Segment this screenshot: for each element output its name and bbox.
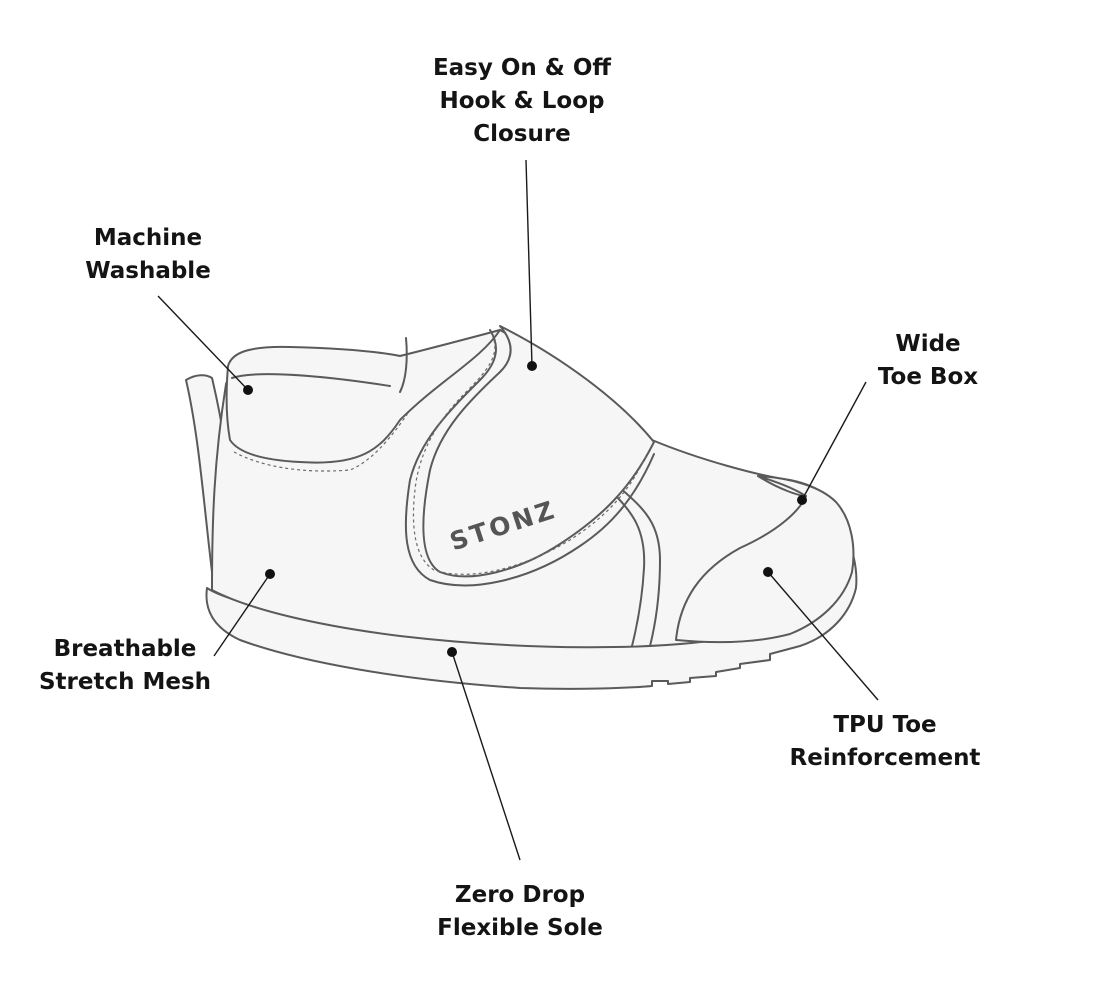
leader-mesh xyxy=(213,573,271,657)
anchor-dot-closure xyxy=(527,361,537,371)
leader-closure xyxy=(525,159,533,367)
shoe-collar xyxy=(225,329,501,464)
anchor-dot-mesh xyxy=(265,569,275,579)
callout-washable: Machine Washable xyxy=(38,222,258,288)
leader-tpu xyxy=(767,571,879,701)
callout-tpu-line-2: Reinforcement xyxy=(789,745,981,771)
strap-left-edge xyxy=(404,329,655,587)
velcro-strap xyxy=(422,325,655,578)
callout-sole-line-1: Zero Drop xyxy=(454,882,586,908)
callout-closure-line-1: Easy On & Off xyxy=(432,55,612,81)
leader-sole xyxy=(451,651,521,861)
callout-tpu-line-1: TPU Toe xyxy=(833,712,937,738)
callout-closure-line-2: Hook & Loop xyxy=(439,88,605,114)
callout-washable-line-1: Machine xyxy=(93,225,203,251)
callout-mesh-line-2: Stretch Mesh xyxy=(38,669,212,695)
strap-tab xyxy=(399,337,408,393)
side-seam xyxy=(617,485,661,647)
callout-closure-line-3: Closure xyxy=(473,121,571,147)
anchor-dot-toebox xyxy=(797,495,807,505)
side-seam-inner xyxy=(613,493,646,647)
callout-sole-line-2: Flexible Sole xyxy=(437,915,603,941)
anchor-dot-washable xyxy=(243,385,253,395)
anchor-dot-sole xyxy=(447,647,457,657)
callout-closure: Easy On & Off Hook & Loop Closure xyxy=(392,52,652,151)
callout-washable-line-2: Washable xyxy=(85,258,211,284)
callout-sole: Zero Drop Flexible Sole xyxy=(400,879,640,945)
callout-tpu: TPU Toe Reinforcement xyxy=(770,709,1000,775)
anchor-dot-tpu xyxy=(763,567,773,577)
leader-toebox xyxy=(801,381,867,501)
strap-stitch xyxy=(412,339,647,575)
callout-mesh-line-1: Breathable xyxy=(53,636,197,662)
leader-washable xyxy=(157,295,249,391)
toe-cap xyxy=(675,475,855,643)
callout-mesh: Breathable Stretch Mesh xyxy=(10,633,240,699)
collar-inner xyxy=(231,373,391,387)
callout-toe-box-line-1: Wide xyxy=(895,331,961,357)
callout-toe-box-line-2: Toe Box xyxy=(877,364,979,390)
callout-toe-box: Wide Toe Box xyxy=(828,328,1028,394)
